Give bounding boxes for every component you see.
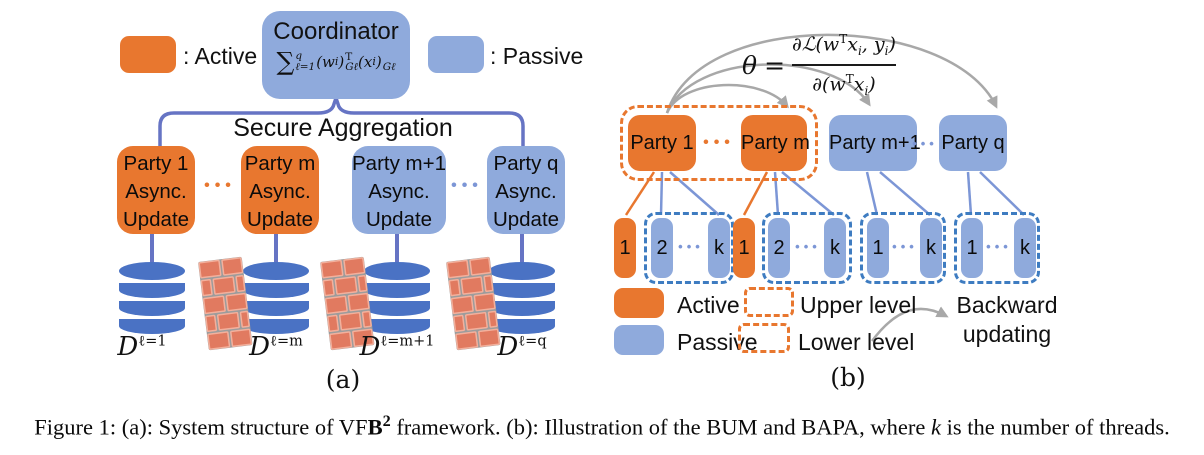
database-label-q: Dℓ=q bbox=[497, 332, 547, 362]
thread-box: 1 bbox=[961, 218, 983, 278]
legend-active-swatch-b bbox=[614, 288, 664, 318]
figure-caption: Figure 1: (a): System structure of VFB2 … bbox=[34, 412, 1170, 440]
legend-active-label-b: Active bbox=[677, 292, 740, 318]
thread-box: 1 bbox=[733, 218, 755, 278]
panel-b-label: (b) bbox=[830, 363, 866, 392]
legend-passive-swatch-a bbox=[428, 36, 484, 73]
party-box-b-1: Party 1 bbox=[628, 115, 696, 171]
legend-upper-label: Upper level bbox=[800, 292, 917, 318]
thread-ellipsis: ••• bbox=[678, 239, 704, 254]
backward-updating-label: Backward updating bbox=[956, 292, 1058, 347]
panel-a-label: (a) bbox=[325, 365, 361, 394]
upper-level-group-box bbox=[620, 105, 818, 181]
database-label-1: Dℓ=1 bbox=[117, 332, 167, 362]
thread-box: 1 bbox=[867, 218, 889, 278]
lower-level-group-box bbox=[762, 212, 852, 284]
thread-box: k bbox=[708, 218, 730, 278]
ellipsis-active-b: ••• bbox=[703, 134, 735, 151]
lower-level-group-box bbox=[860, 212, 946, 284]
thread-box: 2 bbox=[651, 218, 673, 278]
legend-active-swatch-a bbox=[120, 36, 176, 73]
party-box-b-m: Party m bbox=[741, 115, 810, 171]
party-db-connectors bbox=[150, 233, 524, 263]
lower-level-group-box bbox=[644, 212, 734, 284]
secure-aggregation-bracket bbox=[158, 96, 525, 152]
thread-box: 2 bbox=[768, 218, 790, 278]
backward-updating-arrow bbox=[870, 306, 949, 342]
legend-upper-swatch bbox=[744, 287, 794, 317]
party-box-a-m1: Party m+1 Async. Update bbox=[352, 146, 446, 234]
coordinator-title: Coordinator bbox=[273, 18, 399, 45]
database-label-m1: Dℓ=m+1 bbox=[359, 332, 435, 362]
party-box-b-q: Party q bbox=[939, 115, 1007, 171]
legend-passive-label-a: : Passive bbox=[490, 43, 584, 69]
legend-passive-swatch-b bbox=[614, 325, 664, 355]
legend-lower-label: Lower level bbox=[798, 329, 915, 355]
thread-box: k bbox=[920, 218, 942, 278]
party-box-b-m1: Party m+1 bbox=[829, 115, 921, 171]
database-label-m: Dℓ=m bbox=[249, 332, 303, 362]
ellipsis-passive-a: ••• bbox=[451, 177, 483, 194]
thread-ellipsis: ••• bbox=[986, 239, 1012, 254]
thread-box: k bbox=[1014, 218, 1036, 278]
thread-box: 1 bbox=[614, 218, 636, 278]
ellipsis-active-a: ••• bbox=[204, 177, 236, 194]
lower-level-group-box bbox=[954, 212, 1040, 284]
thread-ellipsis: ••• bbox=[892, 239, 918, 254]
ellipsis-passive-b: ••• bbox=[912, 136, 938, 151]
party-box-a-m: Party m Async. Update bbox=[241, 146, 319, 234]
thread-box: k bbox=[824, 218, 846, 278]
secure-aggregation-label: Secure Aggregation bbox=[233, 114, 453, 142]
legend-active-label-a: : Active bbox=[183, 43, 258, 69]
legend-lower-swatch bbox=[738, 323, 790, 353]
thread-ellipsis: ••• bbox=[795, 239, 821, 254]
party-box-a-1: Party 1 Async. Update bbox=[117, 146, 195, 234]
theta-formula: θ = ∂ℒ(wTxi, yi) ∂(wTxi) bbox=[742, 26, 896, 104]
party-box-a-q: Party q Async. Update bbox=[487, 146, 565, 234]
theta-broadcast-arcs bbox=[665, 33, 998, 114]
